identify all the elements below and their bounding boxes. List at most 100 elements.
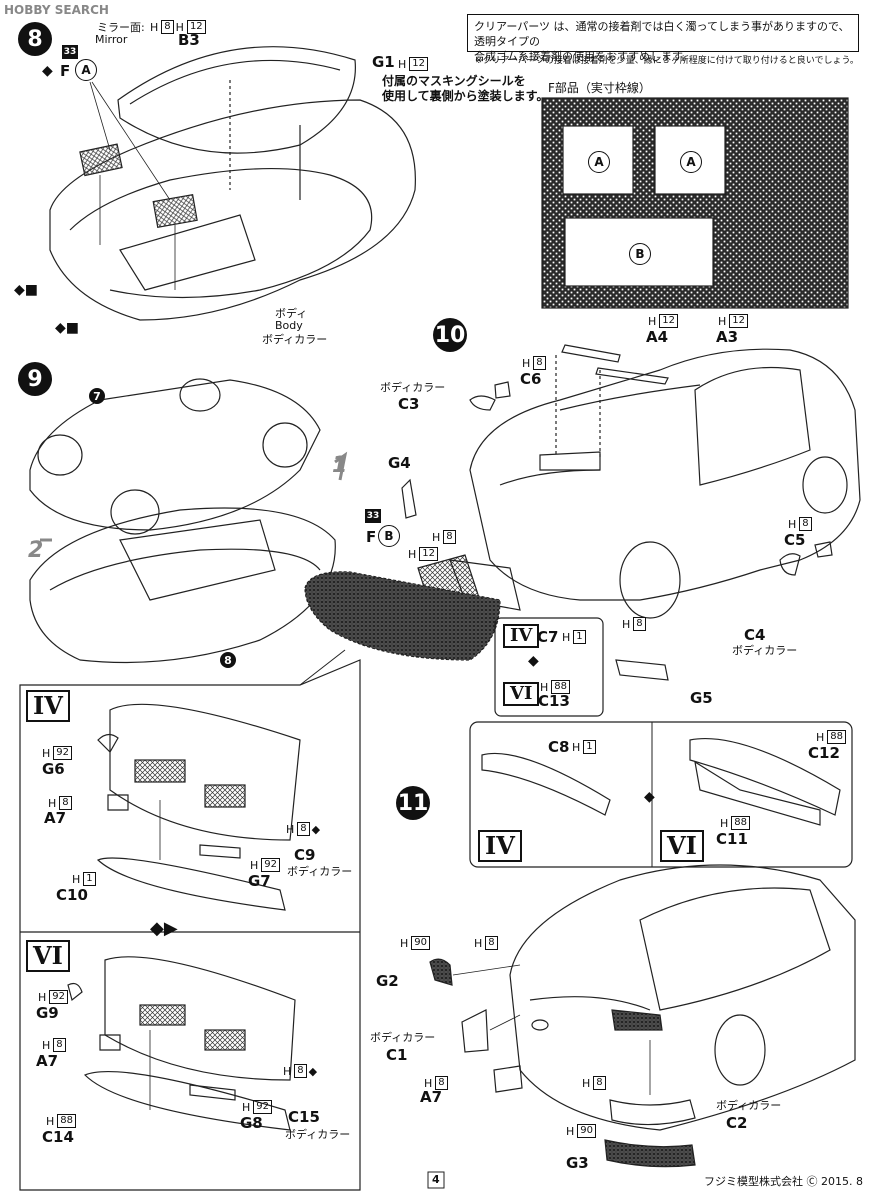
vi-bumper <box>67 956 296 1131</box>
step10-car <box>469 348 861 619</box>
part-g4: G4 <box>388 454 411 472</box>
c1-color: ボディカラー <box>370 1031 436 1044</box>
part-a7-iv: A7 <box>44 809 67 827</box>
f-part-b: B <box>629 243 651 265</box>
c3-color: ボディカラー <box>380 381 446 394</box>
part-c11: C11 <box>716 830 748 848</box>
mirror-en-label: Mirror <box>95 33 128 46</box>
checker-flag-icon: ◆ <box>528 653 539 669</box>
part-c1: C1 <box>386 1046 408 1064</box>
body-en-label: Body <box>275 319 303 332</box>
roman-iv-detail: IV <box>26 690 70 722</box>
part-a7-11: A7 <box>420 1088 443 1106</box>
body-jp-label: ボディ <box>275 307 308 320</box>
clear-parts-line1: クリアーパーツ は、通常の接着剤では白く濁ってしまう事がありますので、透明タイプ… <box>474 20 850 48</box>
clear-parts-line2: 合成ゴム系接着剤の使用をおすすめします。 <box>474 50 693 63</box>
clear-parts-note: クリアーパーツ は、通常の接着剤では白く濁ってしまう事がありますので、透明タイプ… <box>467 14 859 63</box>
detail-callout <box>19 659 361 1191</box>
checker-flag-icon: ◆ <box>42 63 53 79</box>
bumper-ghost <box>304 571 501 661</box>
ref-step-7: 7 <box>89 388 105 404</box>
part-c2: C2 <box>726 1114 748 1132</box>
part-g1: G1 <box>372 53 395 71</box>
roman-iv-11: IV <box>478 830 522 862</box>
part-g2: G2 <box>376 972 399 990</box>
ref-step-8: 8 <box>220 652 236 668</box>
part-g3: G3 <box>566 1154 589 1172</box>
part-c10: C10 <box>56 886 88 904</box>
checker-flag-icon: ◆■ <box>14 282 38 298</box>
c9-color: ボディカラー <box>287 865 353 878</box>
part-c8: C8 <box>548 738 570 756</box>
roman-vi-11: VI <box>660 830 704 862</box>
part-a3: A3 <box>716 328 739 346</box>
part-f-label: F <box>60 62 71 80</box>
part-c6: C6 <box>520 370 542 388</box>
a7-part <box>493 1065 523 1093</box>
spoiler-c11 <box>694 760 821 826</box>
spoiler-c12 <box>689 737 841 816</box>
f-part-a-2: A <box>680 151 702 173</box>
checker-flag-icon: ◆■ <box>55 320 79 336</box>
part-a7-vi: A7 <box>36 1052 59 1070</box>
spoiler-c8 <box>481 752 611 816</box>
sticker-33-badge: 33 <box>62 45 78 59</box>
part-g6: G6 <box>42 760 65 778</box>
g4-part <box>401 478 417 519</box>
page-number: 4 <box>432 1173 440 1186</box>
c2-color: ボディカラー <box>716 1099 782 1112</box>
checker-flag-icon: ◆▶ <box>150 918 178 939</box>
part-g5: G5 <box>690 689 713 707</box>
iv-bumper <box>96 703 301 911</box>
tail-right <box>611 1009 663 1031</box>
step11-car <box>509 864 856 1131</box>
mirror-mask-1 <box>79 143 123 177</box>
mirror-c6 <box>494 381 511 399</box>
c4-mirror <box>779 553 801 576</box>
part-c9: C9 <box>294 846 316 864</box>
part-c12: C12 <box>808 744 840 762</box>
c15-color: ボディカラー <box>285 1128 351 1141</box>
part-c13: C13 <box>538 692 570 710</box>
g5-part <box>615 659 669 681</box>
c1-part <box>461 1009 489 1053</box>
part-f-label-10: F <box>366 528 377 546</box>
step8-body <box>49 46 416 321</box>
c2-part <box>609 1099 696 1126</box>
part-g7: G7 <box>248 872 271 890</box>
masking-note-1: 付属のマスキングシールを <box>382 74 526 88</box>
masking-note-2: 使用して裏側から塗装します。 <box>382 89 549 103</box>
mirror-jp-label: ミラー面: <box>97 21 145 34</box>
wiper-a4 <box>561 344 621 363</box>
company-credit: フジミ模型株式会社 Ⓒ 2015. 8 <box>704 1175 863 1188</box>
step-10-badge: 10 <box>433 318 467 352</box>
circle-a: A <box>75 59 97 81</box>
c4-color: ボディカラー <box>732 644 798 657</box>
f-parts-title: F部品（実寸枠線） <box>548 81 651 95</box>
mirror-c3 <box>469 395 496 411</box>
roman-iv-10: IV <box>503 624 540 648</box>
checker-flag-icon: ◆ <box>644 789 655 805</box>
f-part-a-1: A <box>588 151 610 173</box>
order-1: 1 <box>332 453 348 478</box>
